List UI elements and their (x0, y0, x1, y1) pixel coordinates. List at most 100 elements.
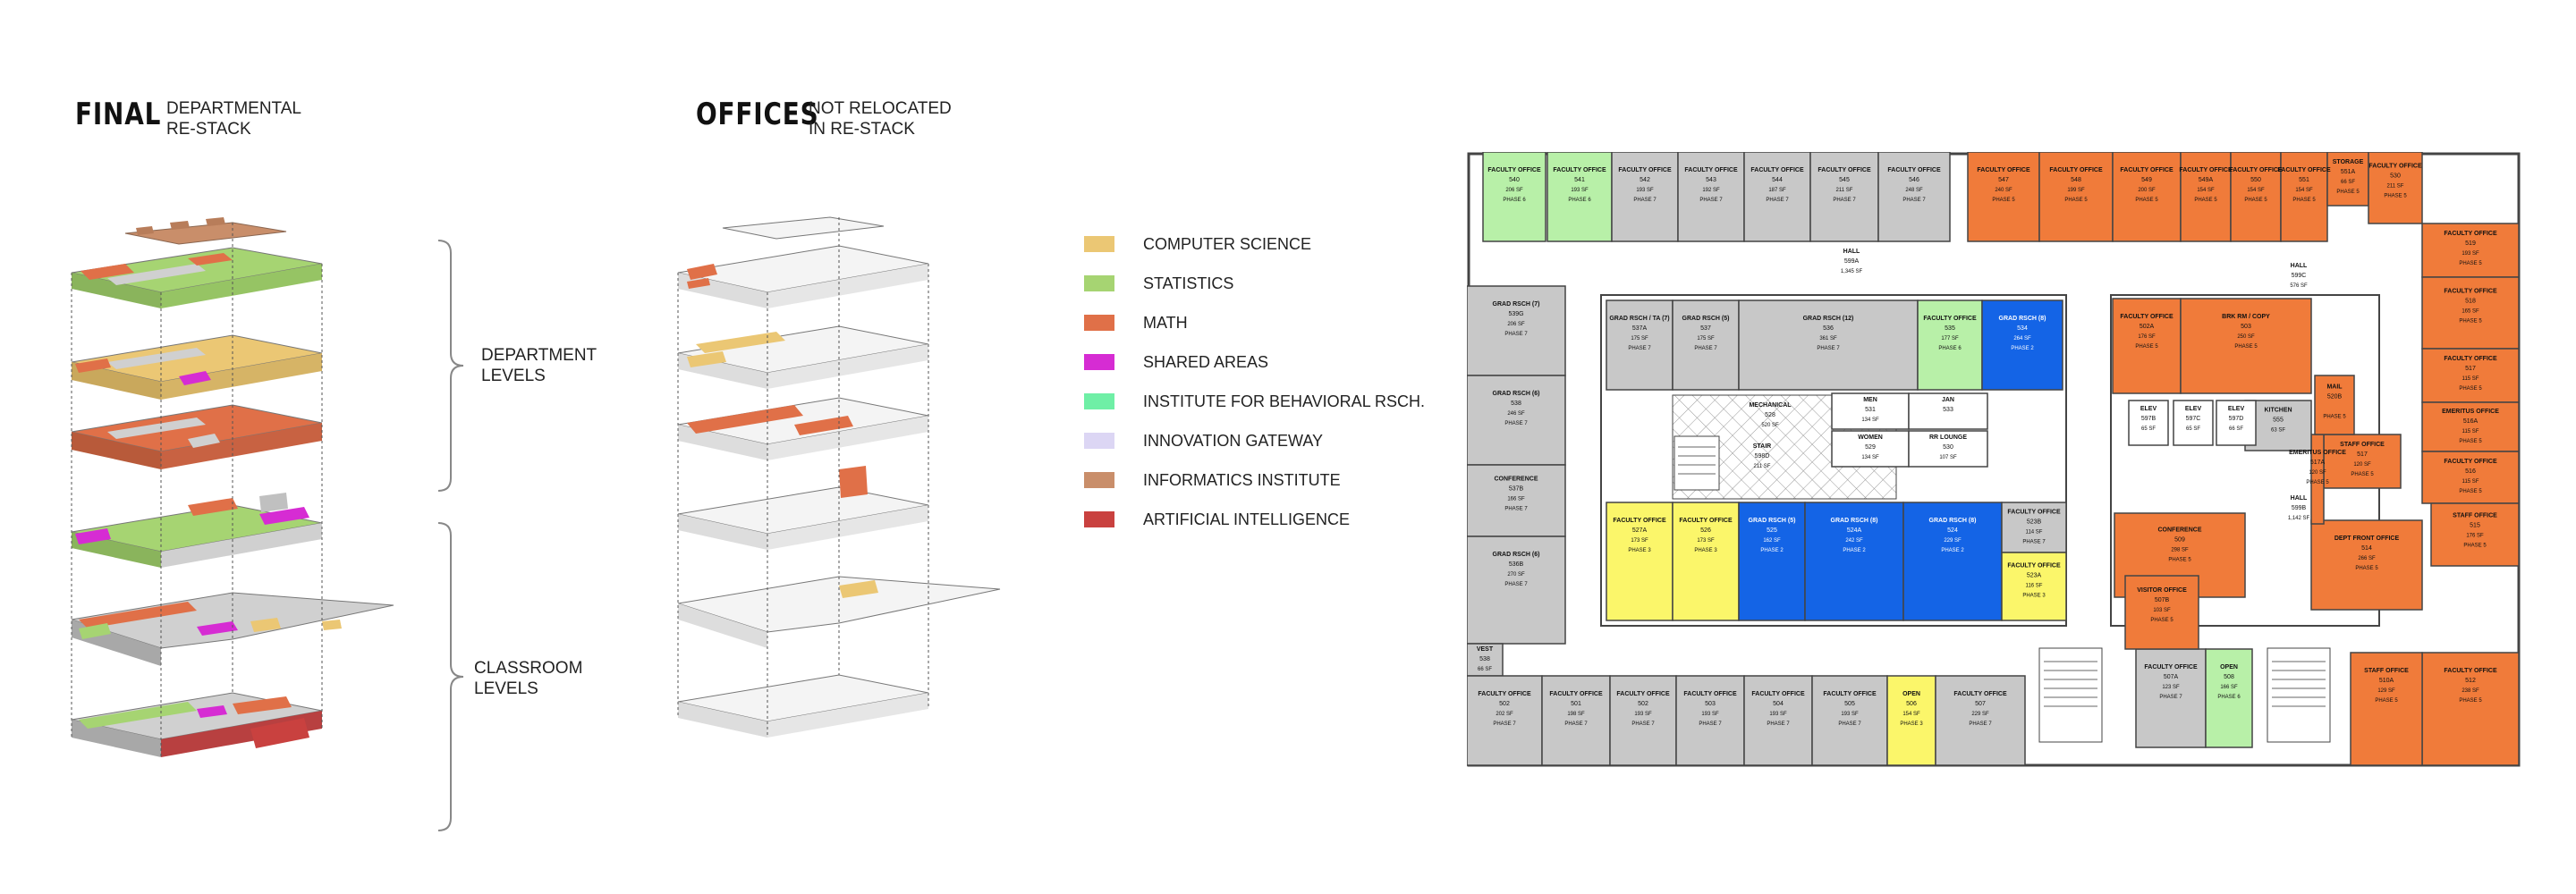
legend-label: ARTIFICIAL INTELLIGENCE (1143, 510, 1351, 528)
room-area-label: 576 SF (2290, 283, 2308, 289)
room-number-label: 538 (1511, 401, 1521, 407)
offices-level-2 (677, 325, 929, 389)
room-phase-label: PHASE 5 (2459, 261, 2482, 266)
offices-level-3 (677, 397, 929, 460)
level-class-1 (71, 493, 323, 568)
room-area-label: 198 SF (1567, 712, 1585, 717)
room-name-label: STAFF OFFICE (2453, 512, 2497, 519)
legend-label: INFORMATICS INSTITUTE (1143, 470, 1341, 489)
room-area-label: 193 SF (1841, 712, 1859, 717)
room-name-label: GRAD RSCH (5) (1749, 518, 1796, 524)
room-name-label: GRAD RSCH (6) (1493, 391, 1540, 397)
room-28 (1467, 675, 1543, 766)
room-number-label: 538 (1479, 656, 1490, 662)
room-area-label: 107 SF (1939, 455, 1957, 460)
room-area-label: 166 SF (2220, 685, 2238, 690)
room-area-label: 66 SF (2341, 180, 2355, 185)
room-area-label: 202 SF (1496, 712, 1513, 717)
room-area-label: 134 SF (1861, 417, 1879, 423)
room-7 (1967, 152, 2040, 242)
room-3 (1677, 152, 1745, 242)
room-number-label: 517 (2465, 366, 2476, 372)
room-30 (1609, 675, 1677, 766)
room-number-label: 502 (1499, 701, 1510, 707)
room-name-label: OPEN (2220, 664, 2238, 670)
room-number-label: 512 (2465, 678, 2476, 684)
room-name-label: FACULTY OFFICE (2120, 314, 2174, 320)
room-number-label: 504 (1773, 701, 1784, 707)
room-number-label: 597B (2141, 416, 2157, 422)
room-phase-label: PHASE 7 (1902, 198, 1926, 203)
legend-item-computer-science: COMPUTER SCIENCE (1084, 232, 1311, 256)
room-phase-label: PHASE 2 (1843, 548, 1866, 553)
room-number-label: 551 (2299, 177, 2309, 183)
legend-label: COMPUTER SCIENCE (1143, 234, 1312, 253)
room-area-label: 65 SF (2186, 426, 2200, 432)
room-area-label: 229 SF (1971, 712, 1989, 717)
room-number-label: 549 (2141, 177, 2152, 183)
room-number-label: 530 (2390, 173, 2401, 180)
room-name-label: FACULTY OFFICE (1977, 167, 2030, 173)
room-name-label: DEPT FRONT OFFICE (2334, 536, 2400, 542)
room-number-label: 534 (2017, 325, 2028, 332)
legend-swatch (1084, 275, 1114, 291)
room-name-label: WOMEN (1858, 434, 1883, 441)
legend-swatch (1084, 511, 1114, 527)
room-area-label: 103 SF (2153, 608, 2171, 613)
room-phase-label: PHASE 5 (2168, 558, 2191, 563)
room-phase-label: PHASE 7 (1969, 721, 1992, 727)
room-name-label: FACULTY OFFICE (2229, 167, 2283, 173)
room-name-label: FACULTY OFFICE (1823, 691, 1877, 697)
room-name-label: VISITOR OFFICE (2137, 587, 2187, 594)
room-name-label: EMERITUS OFFICE (2289, 450, 2346, 456)
offices-guide-lines (677, 217, 929, 738)
room-number-label: 530 (1943, 444, 1953, 451)
legend-swatch (1084, 236, 1114, 252)
room-number-label: 528 (1765, 412, 1775, 418)
room-13 (2326, 152, 2369, 207)
room-phase-label: PHASE 5 (1992, 198, 2015, 203)
room-11 (2230, 152, 2282, 242)
legend-label: INSTITUTE FOR BEHAVIORAL RSCH. (1143, 392, 1426, 410)
room-name-label: GRAD RSCH (6) (1493, 552, 1540, 558)
room-19 (2421, 451, 2520, 504)
room-name-label: STAIR (1753, 443, 1771, 450)
legend-swatch (1084, 393, 1114, 409)
room-name-label: STORAGE (2333, 159, 2364, 165)
level-dept-2 (71, 334, 323, 400)
room-name-label: FACULTY OFFICE (1683, 691, 1737, 697)
room-number-label: 549A (2199, 177, 2214, 183)
room-name-label: FACULTY OFFICE (1553, 167, 1606, 173)
room-area-label: 193 SF (1571, 188, 1589, 193)
room-25 (1467, 464, 1566, 537)
room-area-label: 177 SF (1941, 336, 1959, 342)
room-phase-label: PHASE 7 (1766, 198, 1789, 203)
room-name-label: FACULTY OFFICE (1953, 691, 2007, 697)
offices-title: OFFICES (696, 97, 819, 132)
room-area-label: 264 SF (2013, 336, 2031, 342)
room-number-label: 520B (2327, 394, 2343, 401)
room-46 (1804, 502, 1904, 621)
room-area-label: 206 SF (1505, 188, 1523, 193)
room-name-label: GRAD RSCH (8) (1831, 518, 1878, 524)
room-20 (2430, 502, 2520, 567)
room-9 (2112, 152, 2182, 242)
room-name-label: FACULTY OFFICE (2444, 356, 2497, 362)
room-phase-label: PHASE 6 (1503, 198, 1526, 203)
room-name-label: GRAD RSCH (7) (1493, 301, 1540, 308)
room-23 (1467, 285, 1566, 376)
room-name-label: FACULTY OFFICE (2368, 164, 2422, 170)
room-number-label: 598D (1755, 453, 1770, 460)
room-5 (1809, 152, 1879, 242)
room-49 (2001, 552, 2067, 621)
room-area-label: 187 SF (1768, 188, 1786, 193)
room-phase-label: PHASE 5 (2459, 439, 2482, 444)
room-18 (2421, 401, 2520, 452)
legend-item-informatics-institute: INFORMATICS INSTITUTE (1084, 468, 1341, 492)
room-name-label: FACULTY OFFICE (2120, 167, 2174, 173)
room-number-label: 503 (2241, 324, 2251, 330)
room-name-label: FACULTY OFFICE (1613, 518, 1666, 524)
room-number-label: 505 (1844, 701, 1855, 707)
room-name-label: HALL (1843, 249, 1860, 255)
